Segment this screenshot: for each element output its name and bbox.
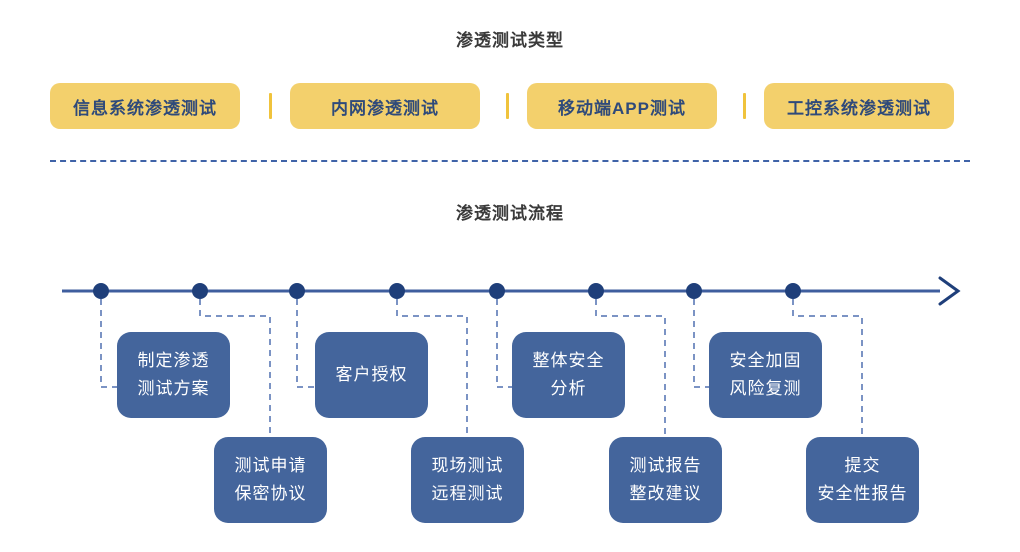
process-step-box-2-line-1: 测试申请 xyxy=(234,456,307,475)
process-step-box-4-line-2: 远程测试 xyxy=(431,484,504,503)
process-step-box-3-line-1: 客户授权 xyxy=(335,365,408,384)
badge-separator-1 xyxy=(269,93,272,119)
step-connector-5 xyxy=(496,299,514,388)
process-step-box-2-line-2: 保密协议 xyxy=(234,484,307,503)
timeline-dot-8[interactable] xyxy=(785,283,801,299)
step-connector-2 xyxy=(199,299,271,439)
process-step-box-8-line-2: 安全性报告 xyxy=(817,484,908,503)
process-step-box-7-line-1: 安全加固 xyxy=(729,351,802,370)
timeline-dot-6[interactable] xyxy=(588,283,604,299)
step-connector-7 xyxy=(693,299,711,388)
process-step-box-6-line-2: 整改建议 xyxy=(629,484,702,503)
timeline-dot-7[interactable] xyxy=(686,283,702,299)
timeline-dot-5[interactable] xyxy=(489,283,505,299)
process-step-box-1-line-2: 测试方案 xyxy=(137,379,210,398)
step-connector-8 xyxy=(792,299,863,439)
type-badge-3[interactable]: 移动端APP测试 xyxy=(527,83,717,129)
process-step-box-5-line-2: 分析 xyxy=(550,379,587,398)
process-step-box-5[interactable]: 整体安全分析 xyxy=(512,332,625,418)
process-step-box-4-line-1: 现场测试 xyxy=(431,456,504,475)
process-step-box-1[interactable]: 制定渗透测试方案 xyxy=(117,332,230,418)
step-connector-1 xyxy=(100,299,119,388)
timeline-dot-1[interactable] xyxy=(93,283,109,299)
process-step-box-7-line-2: 风险复测 xyxy=(729,379,802,398)
process-step-box-6[interactable]: 测试报告整改建议 xyxy=(609,437,722,523)
step-connector-3 xyxy=(296,299,317,388)
badge-separator-3 xyxy=(743,93,746,119)
process-step-box-8[interactable]: 提交安全性报告 xyxy=(806,437,919,523)
timeline-dot-2[interactable] xyxy=(192,283,208,299)
process-step-box-1-line-1: 制定渗透 xyxy=(137,351,210,370)
type-badge-1[interactable]: 信息系统渗透测试 xyxy=(50,83,240,129)
step-connector-6 xyxy=(595,299,666,439)
section-title-flow: 渗透测试流程 xyxy=(456,204,564,223)
section-divider xyxy=(50,160,970,162)
process-step-box-3[interactable]: 客户授权 xyxy=(315,332,428,418)
process-step-box-5-line-1: 整体安全 xyxy=(532,351,605,370)
type-badge-4[interactable]: 工控系统渗透测试 xyxy=(764,83,954,129)
badge-separator-2 xyxy=(506,93,509,119)
timeline-dot-3[interactable] xyxy=(289,283,305,299)
penetration-test-type-badges: 信息系统渗透测试 内网渗透测试 移动端APP测试 工控系统渗透测试 xyxy=(50,83,970,129)
section-title-types: 渗透测试类型 xyxy=(456,31,564,50)
process-step-box-8-line-1: 提交 xyxy=(844,456,881,475)
timeline-arrow-icon xyxy=(938,276,961,306)
timeline-dot-4[interactable] xyxy=(389,283,405,299)
process-step-box-4[interactable]: 现场测试远程测试 xyxy=(411,437,524,523)
process-step-box-6-line-1: 测试报告 xyxy=(629,456,702,475)
process-step-box-7[interactable]: 安全加固风险复测 xyxy=(709,332,822,418)
type-badge-2[interactable]: 内网渗透测试 xyxy=(290,83,480,129)
process-step-box-2[interactable]: 测试申请保密协议 xyxy=(214,437,327,523)
step-connector-4 xyxy=(396,299,468,439)
